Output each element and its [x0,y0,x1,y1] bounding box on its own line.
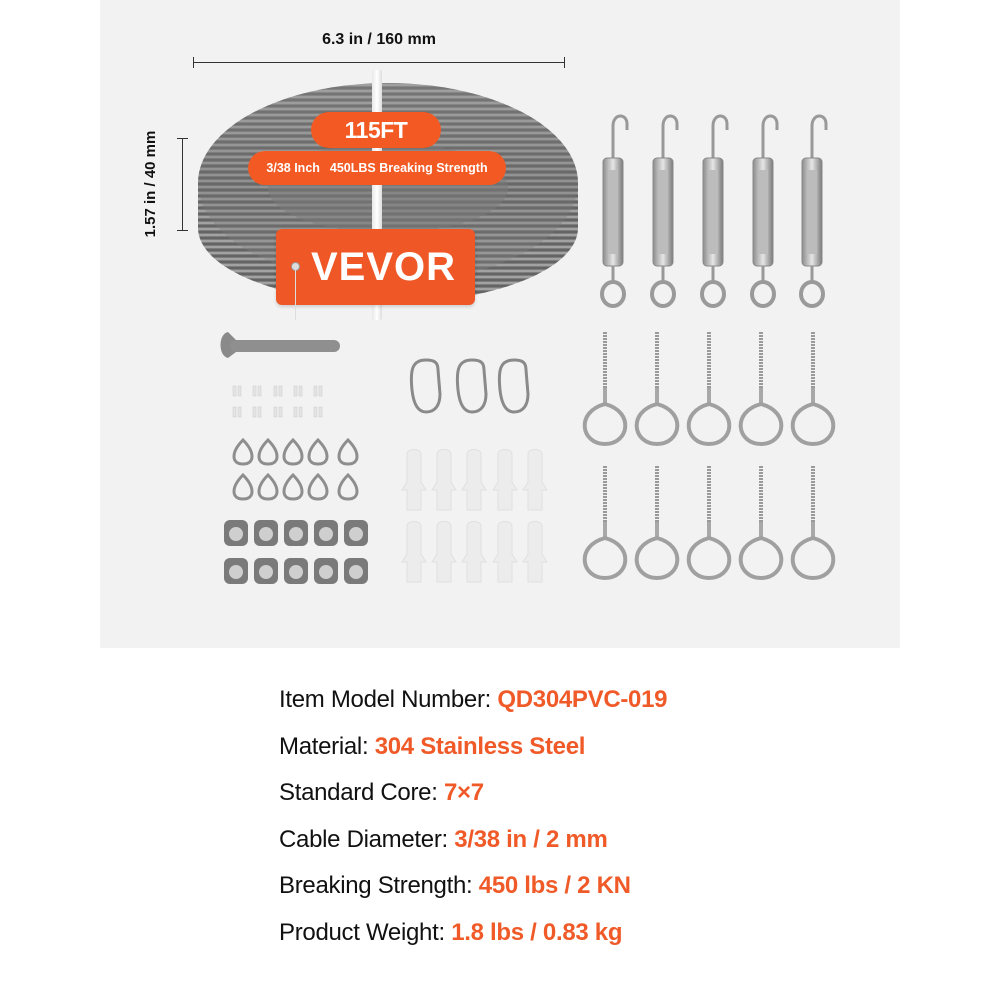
spec-label: Breaking Strength: [279,872,479,899]
spec-cable-diameter: Cable Diameter: 3/38 in / 2 mm [279,826,667,873]
height-dimension-line [177,138,188,231]
spec-value: 450 lbs / 2 KN [478,872,631,899]
spec-badge: 3/38 Inch 450LBS Breaking Strength [248,151,506,185]
height-dimension-label: 1.57 in / 40 mm [142,130,159,238]
spec-value: 1.8 lbs / 0.83 kg [451,918,623,946]
cable-tie [372,70,382,320]
spec-value: 3/38 in / 2 mm [454,825,608,853]
spec-material: Material: 304 Stainless Steel [279,733,667,780]
spec-label: Cable Diameter: [279,825,455,853]
spec-value: 7×7 [443,779,484,806]
spec-model-number: Item Model Number: QD304PVC-019 [279,686,668,733]
brand-tag: VEVOR [276,229,475,305]
width-dimension-label: 6.3 in / 160 mm [322,31,436,48]
length-badge: 115FT [311,112,441,148]
spec-standard-core: Standard Core: 7×7 [279,779,667,826]
tag-string [295,270,296,320]
spec-label: Item Model Number: [279,686,498,713]
diameter-badge-text: 3/38 Inch [266,161,320,175]
spec-breaking-strength: Breaking Strength: 450 lbs / 2 KN [279,872,667,919]
spec-product-weight: Product Weight: 1.8 lbs / 0.83 kg [279,919,667,966]
width-dimension-line [193,57,565,68]
spec-label: Product Weight: [279,918,452,946]
strength-badge-text: 450LBS Breaking Strength [329,161,488,175]
spec-label: Standard Core: [279,779,444,806]
spec-value: 304 Stainless Steel [374,732,586,760]
spec-label: Material: [279,732,375,760]
spec-value: QD304PVC-019 [497,686,668,713]
specifications-list: Item Model Number: QD304PVC-019 Material… [279,686,668,966]
